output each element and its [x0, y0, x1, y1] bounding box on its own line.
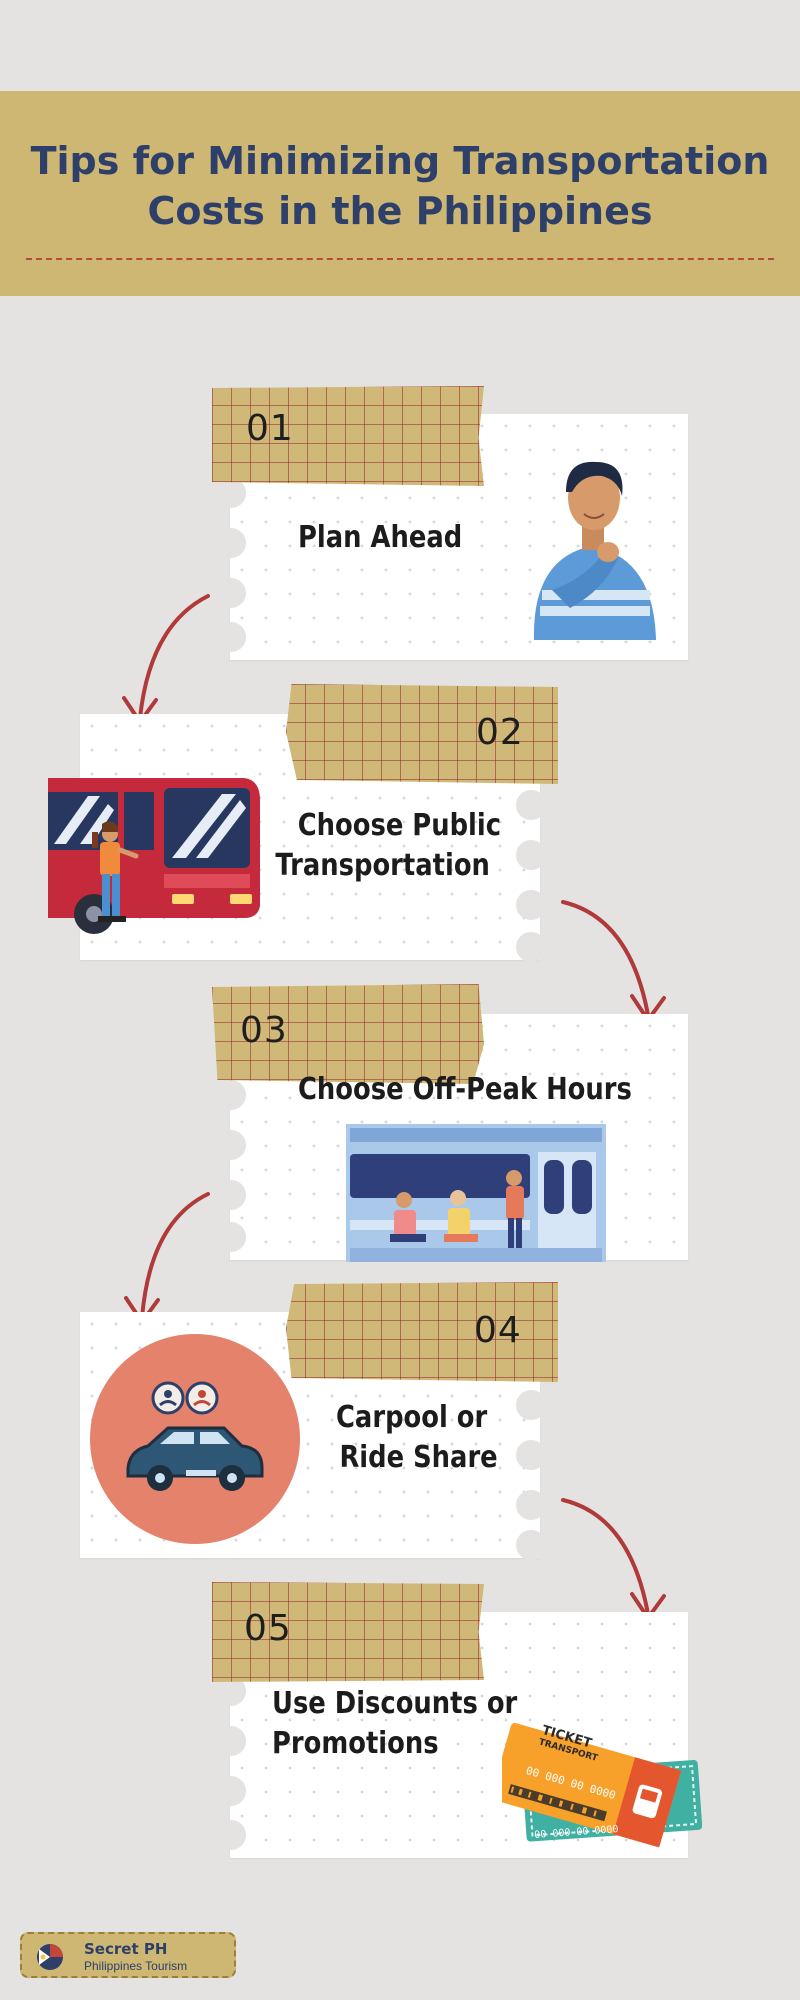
- step-label-2: Choose Public Transportation: [275, 806, 502, 886]
- page-title: Tips for Minimizing Transportation Costs…: [0, 136, 800, 236]
- card-hole: [516, 840, 546, 870]
- card-hole: [216, 528, 246, 558]
- step-tape-5: [212, 1582, 484, 1682]
- arrow-4-to-5: [561, 1498, 650, 1616]
- title-line-2: Costs in the Philippines: [147, 189, 653, 233]
- step-number-3: 03: [240, 1010, 288, 1051]
- card-hole: [516, 932, 546, 962]
- card-hole: [216, 478, 246, 508]
- arrow-3-to-4: [140, 1192, 210, 1320]
- bus-icon: [48, 778, 260, 934]
- card-hole: [216, 1726, 246, 1756]
- train-interior-icon: [346, 1124, 606, 1262]
- step-label-5-line-1: Use Discounts or: [272, 1686, 518, 1721]
- title-line-1: Tips for Minimizing Transportation: [30, 139, 770, 183]
- card-hole: [516, 1390, 546, 1420]
- brand-name: Secret PH: [84, 1940, 168, 1958]
- step-label-3: Choose Off-Peak Hours: [298, 1070, 632, 1110]
- header-banner: [0, 91, 800, 296]
- step-tape-3: [212, 984, 484, 1084]
- step-number-2: 02: [476, 712, 524, 753]
- step-label-4-line-1: Carpool or: [336, 1400, 488, 1435]
- card-hole: [216, 622, 246, 652]
- card-hole: [516, 1440, 546, 1470]
- step-label-4-line-2: Ride Share: [339, 1440, 498, 1475]
- card-hole: [216, 1180, 246, 1210]
- step-label-1: Plan Ahead: [298, 518, 462, 558]
- step-label-2-line-1: Choose Public: [297, 808, 502, 843]
- step-label-3-line-1: Choose Off-Peak Hours: [298, 1072, 632, 1107]
- step-label-5: Use Discounts or Promotions: [272, 1684, 517, 1764]
- step-number-5: 05: [244, 1608, 292, 1649]
- card-hole: [516, 1530, 546, 1560]
- card-hole: [216, 578, 246, 608]
- step-label-4: Carpool or Ride Share: [336, 1398, 498, 1478]
- step-tape-1: [212, 386, 484, 486]
- card-hole: [516, 890, 546, 920]
- step-number-4: 04: [474, 1310, 522, 1351]
- tickets-icon: TICKET TRANSPORT 00 000 00 0000 00 000 0…: [502, 1702, 702, 1852]
- step-tape-4: [286, 1282, 558, 1382]
- card-hole: [216, 1820, 246, 1850]
- step-label-5-line-2: Promotions: [272, 1726, 439, 1761]
- card-hole: [216, 1130, 246, 1160]
- arrow-2-to-3: [561, 900, 650, 1017]
- card-hole: [516, 790, 546, 820]
- title-divider: [26, 258, 774, 260]
- card-hole: [516, 1490, 546, 1520]
- brand-badge[interactable]: Secret PH Philippines Tourism: [20, 1932, 236, 1978]
- step-label-1-line-1: Plan Ahead: [298, 520, 463, 555]
- step-label-2-line-2: Transportation: [275, 848, 490, 883]
- step-number-1: 01: [246, 408, 294, 449]
- card-hole: [216, 1776, 246, 1806]
- step-tape-2: [286, 684, 558, 784]
- card-hole: [216, 1222, 246, 1252]
- brand-subtitle: Philippines Tourism: [84, 1959, 188, 1973]
- philippine-flag-icon: [37, 1944, 63, 1970]
- arrow-1-to-2: [138, 594, 210, 720]
- card-hole: [216, 1080, 246, 1110]
- carpool-car-icon: [90, 1334, 300, 1544]
- thinking-person-icon: [533, 461, 656, 640]
